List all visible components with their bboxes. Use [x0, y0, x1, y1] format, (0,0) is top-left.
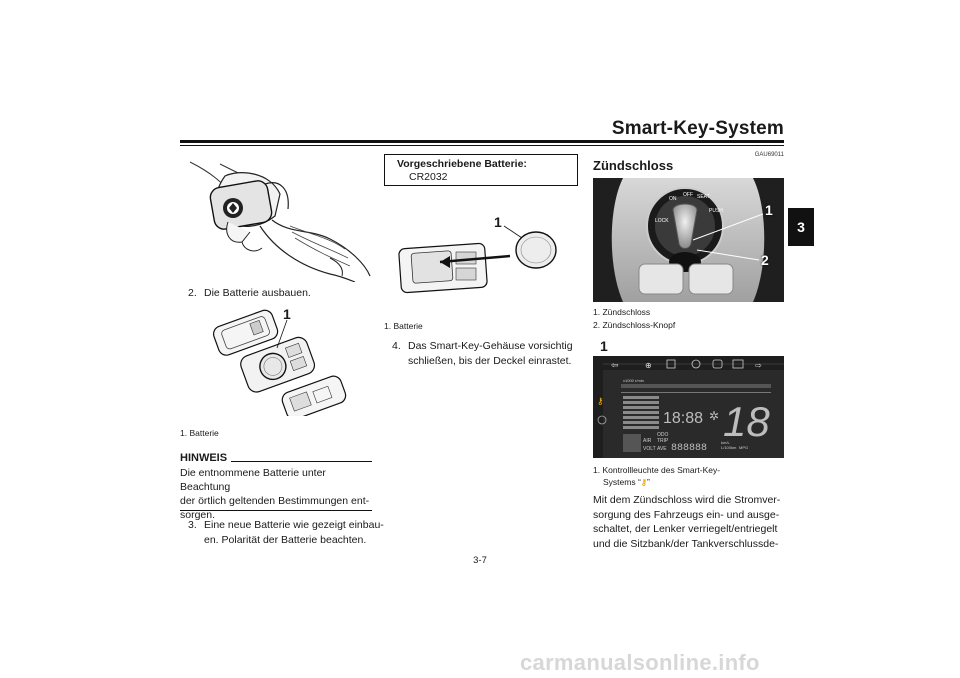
- dash-figure-callout-1: 1: [600, 338, 608, 354]
- document-code: GAU69011: [754, 152, 784, 158]
- step-3: 3. Eine neue Batterie wie gezeigt einbau-…: [188, 518, 388, 547]
- spec-label: Vorgeschriebene Batterie:: [397, 158, 527, 170]
- caption-number: 1.: [180, 428, 188, 438]
- dash-unit-kml: km/L: [721, 440, 730, 445]
- hinweis-line: sorgen.: [180, 509, 216, 521]
- step-4: 4. Das Smart-Key-Gehäuse vorsichtig schli…: [392, 339, 592, 368]
- dash-label-air: AIR: [643, 438, 652, 444]
- figure-key-disassembled: 1: [205, 306, 355, 420]
- hinweis-body: Die entnommene Batterie unter Beachtung …: [180, 466, 376, 522]
- step-text: Eine neue Batterie wie gezeigt einbau-: [204, 519, 384, 531]
- header-rule: [180, 140, 784, 143]
- step-text-cont: en. Polarität der Batterie beachten.: [204, 533, 367, 546]
- figure-callout-2: 2: [761, 252, 769, 268]
- dash-odometer: 888888: [671, 443, 707, 454]
- smart-key-indicator-icon: ⚷: [640, 477, 648, 487]
- hinweis-line: der örtlich geltenden Bestimmungen ent-: [180, 495, 370, 507]
- svg-text:✲: ✲: [709, 409, 719, 423]
- caption-text: Kontrollleuchte des Smart-Key-: [602, 465, 721, 475]
- rpm-label: x1000 r/min: [623, 378, 644, 383]
- hinweis-end-rule: [180, 510, 372, 511]
- ring-label-on: ON: [669, 196, 677, 202]
- dash-unit-l100: L/100km: [721, 445, 737, 450]
- paragraph-line: und die Sitzbank/der Tankverschlussde-: [593, 537, 779, 550]
- section-paragraph: Mit dem Zündschloss wird die Stromver- s…: [593, 493, 793, 551]
- dash-label-trip: TRIP: [657, 438, 669, 444]
- step-number: 4.: [392, 340, 401, 352]
- caption-text: Zündschloss: [602, 307, 651, 317]
- caption-text: Systems “: [603, 477, 641, 487]
- ring-label-push: PUSH: [709, 208, 723, 214]
- caption-text: Batterie: [393, 321, 423, 331]
- figure-hand-holding-key: [180, 154, 372, 283]
- hinweis-heading: HINWEIS: [180, 452, 372, 464]
- spec-value: CR2032: [409, 171, 448, 183]
- dash-unit-mpg: MPG: [739, 445, 748, 450]
- hinweis-title: HINWEIS: [180, 452, 228, 464]
- smart-key-indicator-icon: ⚷: [597, 396, 604, 406]
- figure-ignition-switch: LOCK ON OFF SEAT PUSH 1 2: [593, 178, 784, 302]
- page-header-title: Smart-Key-System: [611, 118, 784, 139]
- ring-label-off: OFF: [683, 192, 693, 198]
- caption-number: 2.: [593, 320, 601, 330]
- figure-callout-1: 1: [494, 214, 502, 230]
- paragraph-line: schaltet, der Lenker verriegelt/entriege…: [593, 523, 778, 535]
- caption-number: 1.: [593, 307, 601, 317]
- ring-label-seat: SEAT: [697, 194, 710, 200]
- dash-label-odo: ODO: [657, 432, 669, 438]
- section-title: Zündschloss: [593, 158, 674, 173]
- dash-clock: 18:88: [663, 410, 703, 427]
- caption-number: 1.: [384, 321, 392, 331]
- caption-text: Zündschloss-Knopf: [602, 320, 676, 330]
- dash-label-volt: VOLT: [643, 446, 656, 452]
- caption-text: ”: [647, 477, 650, 487]
- paragraph-line: Mit dem Zündschloss wird die Stromver-: [593, 494, 781, 506]
- svg-text:⊕: ⊕: [645, 361, 652, 370]
- step-text-cont: schließen, bis der Deckel einrastet.: [408, 354, 572, 367]
- step-text: Das Smart-Key-Gehäuse vorsichtig: [408, 340, 573, 352]
- spec-box: Vorgeschriebene Batterie: CR2032: [384, 154, 578, 186]
- paragraph-line: sorgung des Fahrzeugs ein- und ausge-: [593, 508, 780, 521]
- dash-speed-digits: 18: [723, 398, 770, 445]
- dash-caption: 1. Kontrollleuchte des Smart-Key- System…: [593, 464, 793, 488]
- step-2: 2. Die Batterie ausbauen.: [188, 286, 378, 301]
- hinweis-line: Die entnommene Batterie unter Beachtung: [180, 467, 326, 493]
- ring-label-lock: LOCK: [655, 218, 669, 224]
- dash-label-ave: AVE: [657, 446, 667, 452]
- figure-callout-1: 1: [283, 306, 291, 322]
- figure-caption: 1. Batterie: [384, 320, 423, 332]
- step-number: 3.: [188, 519, 197, 531]
- caption-text: Batterie: [189, 428, 219, 438]
- figure-caption-list: 1. Zündschloss 2. Zündschloss-Knopf: [593, 306, 675, 331]
- caption-number: 1.: [593, 465, 601, 475]
- figure-battery-insert: 1: [390, 210, 580, 310]
- figure-caption: 1. Batterie: [180, 427, 219, 439]
- watermark: carmanualsonline.info: [520, 650, 760, 675]
- step-number: 2.: [188, 287, 197, 299]
- chapter-tab: 3: [788, 208, 814, 246]
- svg-text:⇦: ⇦: [611, 360, 619, 370]
- svg-text:⇨: ⇨: [755, 361, 762, 370]
- figure-dashboard: ⇦ ⊕ ⇨ x1000 r/min 18:88 ✲ 18 AIR VOLT OD…: [593, 356, 784, 458]
- figure-callout-1: 1: [765, 202, 773, 218]
- header-rule-thin: [180, 145, 784, 146]
- step-text: Die Batterie ausbauen.: [204, 287, 311, 299]
- hinweis-rule: [231, 461, 372, 462]
- page-number: 3-7: [473, 555, 487, 566]
